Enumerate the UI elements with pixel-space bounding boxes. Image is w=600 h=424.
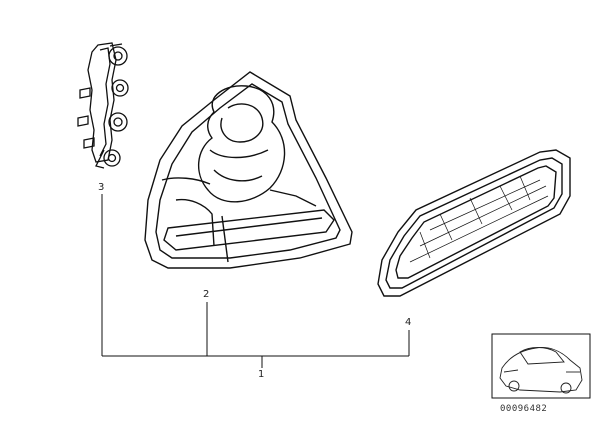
side-reflector-icon <box>377 149 571 297</box>
part-number: 00096482 <box>500 404 548 414</box>
leader-lines <box>101 194 410 368</box>
car-thumbnail-icon <box>491 333 591 399</box>
callout-4: 4 <box>405 317 412 328</box>
callout-3: 3 <box>98 182 105 193</box>
callout-1: 1 <box>258 369 265 380</box>
tail-light-housing-icon <box>144 71 353 269</box>
bulb-holder-icon <box>77 42 129 169</box>
callout-2: 2 <box>203 289 210 300</box>
